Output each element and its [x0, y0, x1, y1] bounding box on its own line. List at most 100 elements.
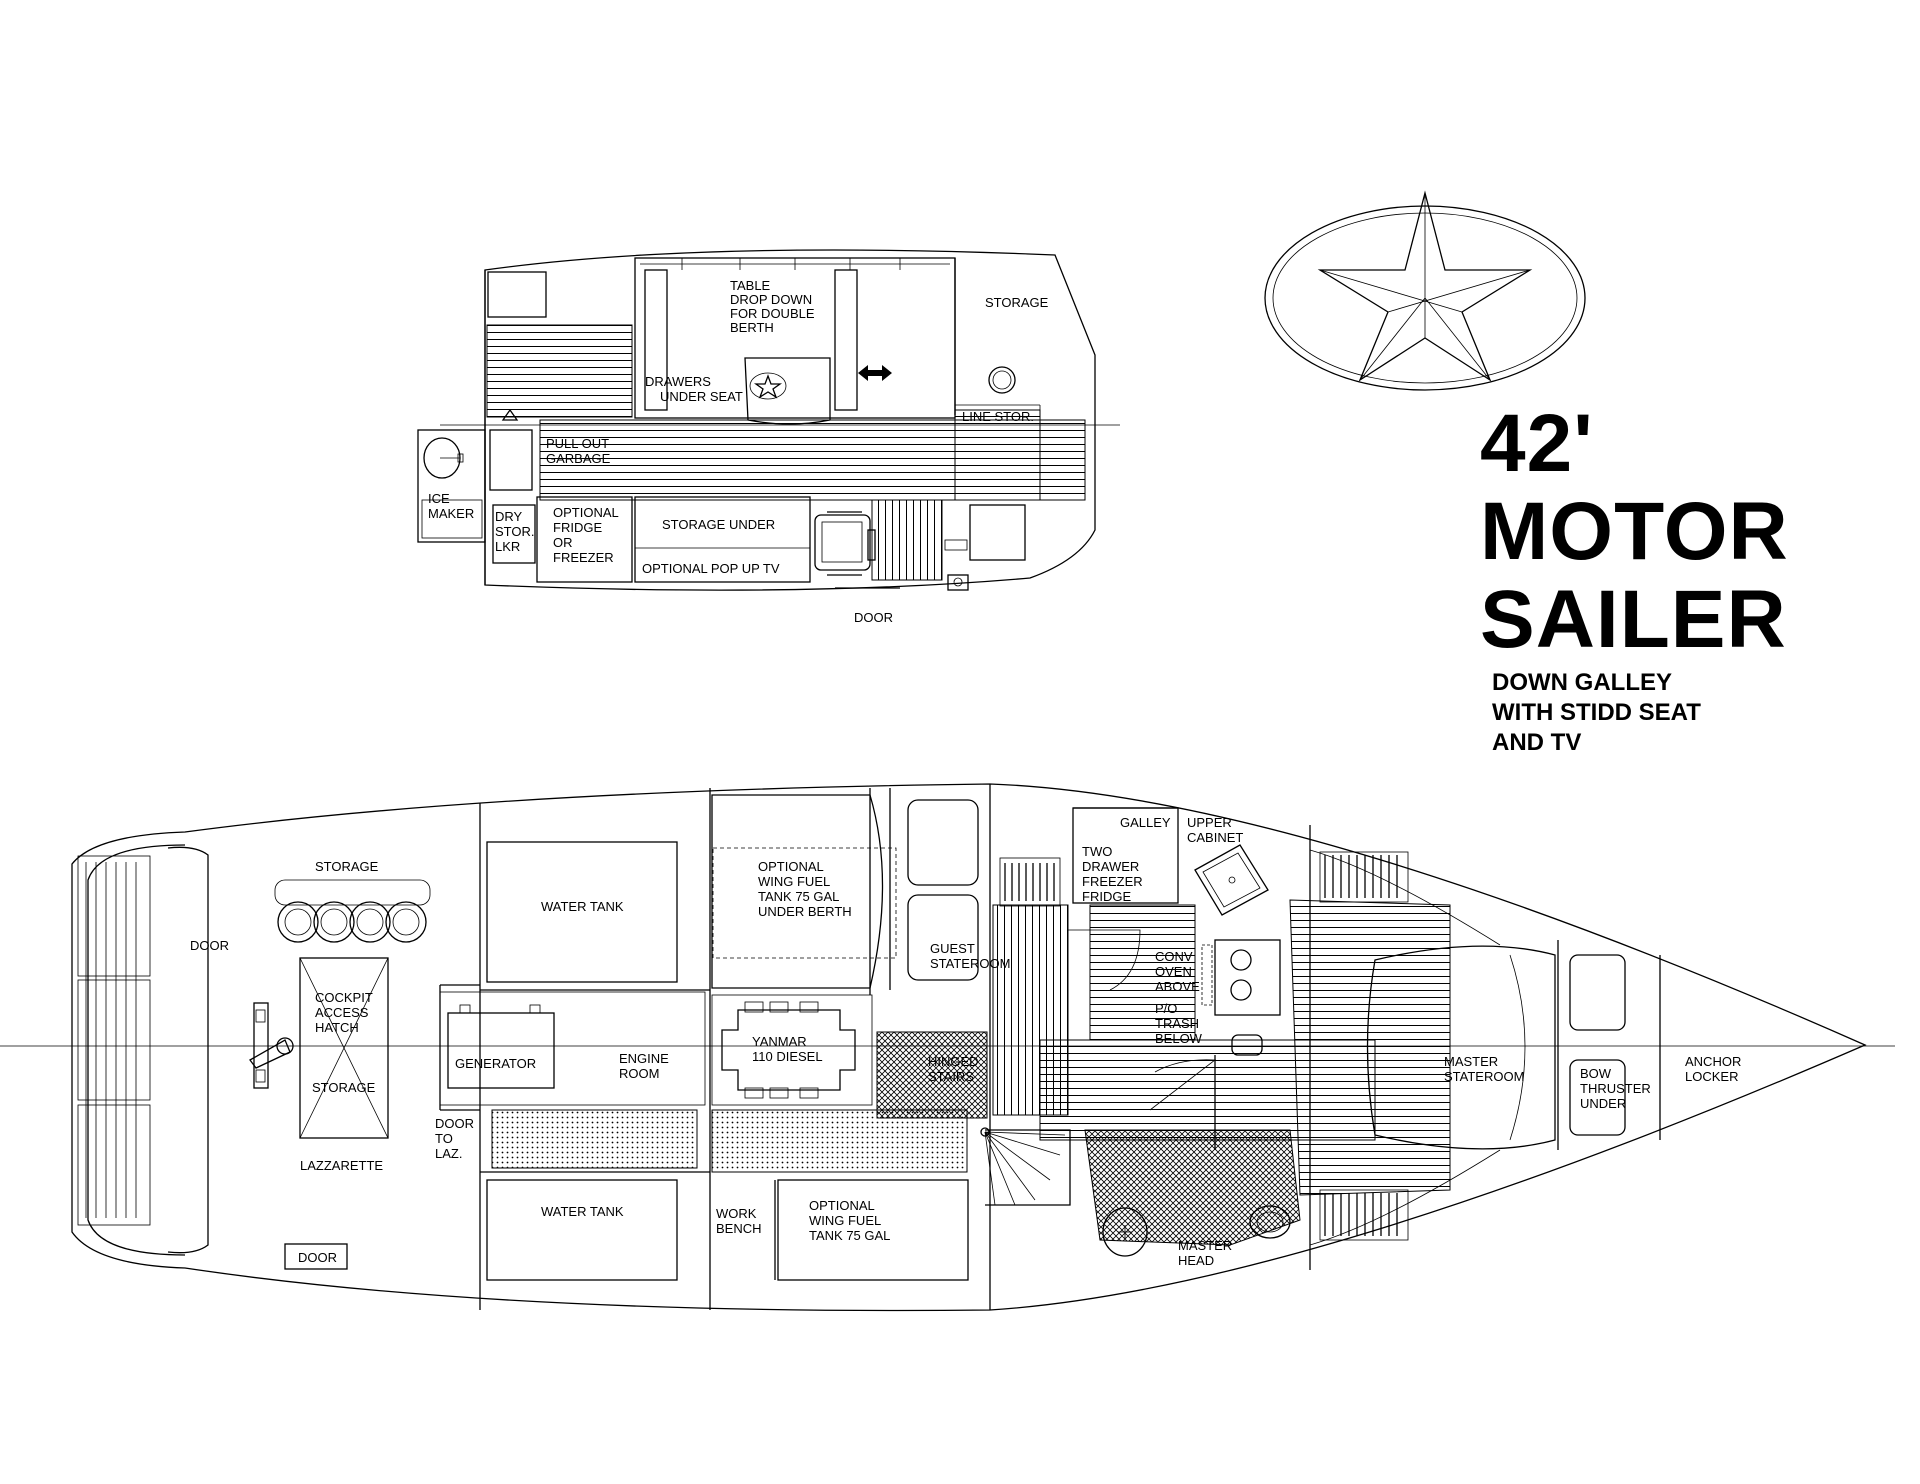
label-generator: GENERATOR: [455, 1056, 536, 1071]
label-wing-bot-l1: OPTIONAL: [809, 1198, 875, 1213]
label-upper-cab-l1: UPPER: [1187, 815, 1232, 830]
label-guest-l2: STATEROOM: [930, 956, 1010, 971]
label-door-laz-l1: DOOR: [435, 1116, 474, 1131]
label-conv-l2: OVEN: [1155, 964, 1192, 979]
upper-deck-plan: [417, 249, 1120, 591]
label-hinged-l2: STAIRS: [928, 1069, 974, 1084]
head-sink-icon: [1249, 1205, 1291, 1239]
label-opt-fridge-l1: OPTIONAL: [553, 505, 619, 520]
upper-deck-labels: TABLE DROP DOWN FOR DOUBLE BERTH STORAGE…: [428, 278, 1049, 625]
label-door-laz-l3: LAZ.: [435, 1146, 462, 1161]
lower-deck-labels: STORAGE DOOR COCKPIT ACCESS HATCH STORAG…: [190, 815, 1741, 1268]
label-dry-l1: DRY: [495, 509, 523, 524]
label-drawers-l1: DRAWERS: [645, 374, 711, 389]
label-wing-top-l2: WING FUEL: [758, 874, 830, 889]
title-block: 42' MOTOR SAILER: [1480, 400, 1880, 664]
label-fridge-l2: DRAWER: [1082, 859, 1139, 874]
label-upper-door: DOOR: [854, 610, 893, 625]
label-lazzarette: LAZZARETTE: [300, 1158, 383, 1173]
label-galley: GALLEY: [1120, 815, 1171, 830]
label-anchor-l2: LOCKER: [1685, 1069, 1738, 1084]
subtitle-line-3: AND TV: [1492, 729, 1582, 756]
label-storage-aft: STORAGE: [315, 859, 379, 874]
label-cockpit-l2: ACCESS: [315, 1005, 369, 1020]
label-dry-l2: STOR.: [495, 524, 535, 539]
label-table-l4: BERTH: [730, 320, 774, 335]
title-motor: MOTOR: [1480, 486, 1789, 577]
label-anchor-l1: ANCHOR: [1685, 1054, 1741, 1069]
label-guest-l1: GUEST: [930, 941, 975, 956]
label-ice-l1: ICE: [428, 491, 450, 506]
label-opt-fridge-l4: FREEZER: [553, 550, 614, 565]
label-door-aft: DOOR: [190, 938, 229, 953]
label-conv-l1: CONV: [1155, 949, 1193, 964]
label-opt-fridge-l2: FRIDGE: [553, 520, 602, 535]
label-master-l2: STATEROOM: [1444, 1069, 1524, 1084]
propane-tanks-icon: [274, 879, 431, 943]
label-opt-fridge-l3: OR: [553, 535, 573, 550]
label-wing-top-l1: OPTIONAL: [758, 859, 824, 874]
label-upper-storage: STORAGE: [985, 295, 1049, 310]
label-line-stor: LINE STOR.: [962, 409, 1034, 424]
label-wing-top-l4: UNDER BERTH: [758, 904, 852, 919]
engine-icon: [711, 994, 873, 1106]
galley-sink-icon: [1194, 844, 1269, 916]
label-engine-l1: ENGINE: [619, 1051, 669, 1066]
bunk-rungs-icon: [1319, 1189, 1409, 1241]
label-yanmar-l2: 110 DIESEL: [752, 1049, 823, 1064]
label-wing-top-l3: TANK 75 GAL: [758, 889, 839, 904]
label-head-l1: MASTER: [1178, 1238, 1232, 1253]
label-upper-cab-l2: CABINET: [1187, 830, 1243, 845]
label-cockpit-l3: HATCH: [315, 1020, 359, 1035]
label-dry-l3: LKR: [495, 539, 520, 554]
label-head-l2: HEAD: [1178, 1253, 1214, 1268]
label-drawers-l2: UNDER SEAT: [660, 389, 743, 404]
label-trash-l2: TRASH: [1155, 1016, 1199, 1031]
label-cockpit-l1: COCKPIT: [315, 990, 373, 1005]
label-conv-l3: ABOVE: [1155, 979, 1200, 994]
label-hinged-l1: HINGED: [928, 1054, 979, 1069]
label-engine-l2: ROOM: [619, 1066, 659, 1081]
label-storage-hatch: STORAGE: [312, 1080, 376, 1095]
label-bow-l1: BOW: [1580, 1066, 1612, 1081]
label-fridge-l1: TWO: [1082, 844, 1112, 859]
swim-platform-slats: [85, 862, 137, 1218]
subtitle-line-1: DOWN GALLEY: [1492, 669, 1672, 696]
steering-quadrant-icon: [249, 1002, 294, 1089]
spiral-stairs-icon: [980, 1127, 1066, 1206]
subtitle-line-2: WITH STIDD SEAT: [1492, 699, 1701, 726]
bunk-rungs-icon: [999, 857, 1061, 907]
label-table-l2: DROP DOWN: [730, 292, 812, 307]
label-trash-l3: BELOW: [1155, 1031, 1203, 1046]
label-wing-bot-l3: TANK 75 GAL: [809, 1228, 890, 1243]
label-bow-l2: THRUSTER: [1580, 1081, 1651, 1096]
label-yanmar-l1: YANMAR: [752, 1034, 807, 1049]
subtitle-block: DOWN GALLEY WITH STIDD SEAT AND TV: [1492, 668, 1872, 758]
label-table-l1: TABLE: [730, 278, 771, 293]
label-storage-under: STORAGE UNDER: [662, 517, 775, 532]
label-wing-bot-l2: WING FUEL: [809, 1213, 881, 1228]
label-ice-l2: MAKER: [428, 506, 474, 521]
label-pop-up-tv: OPTIONAL POP UP TV: [642, 561, 780, 576]
label-water-tank-top: WATER TANK: [541, 899, 624, 914]
label-work-l1: WORK: [716, 1206, 757, 1221]
lower-deck-plan: [0, 783, 1895, 1312]
label-pull-out-l2: GARBAGE: [546, 451, 611, 466]
label-work-l2: BENCH: [716, 1221, 762, 1236]
bunk-rungs-icon: [1319, 851, 1409, 903]
label-trash-l1: P/O: [1155, 1001, 1177, 1016]
label-pull-out-l1: PULL OUT: [546, 436, 609, 451]
label-door-bottom: DOOR: [298, 1250, 337, 1265]
label-door-laz-l2: TO: [435, 1131, 453, 1146]
label-bow-l3: UNDER: [1580, 1096, 1626, 1111]
title-size: 42': [1480, 398, 1594, 489]
stidd-seat-icon: [814, 511, 876, 576]
label-fridge-l3: FREEZER: [1082, 874, 1143, 889]
label-fridge-l4: FRIDGE: [1082, 889, 1131, 904]
stove-icon: [1201, 939, 1281, 1016]
label-table-l3: FOR DOUBLE: [730, 306, 815, 321]
label-water-tank-bottom: WATER TANK: [541, 1204, 624, 1219]
title-sailer: SAILER: [1480, 574, 1787, 665]
star-logo: [1264, 190, 1586, 391]
